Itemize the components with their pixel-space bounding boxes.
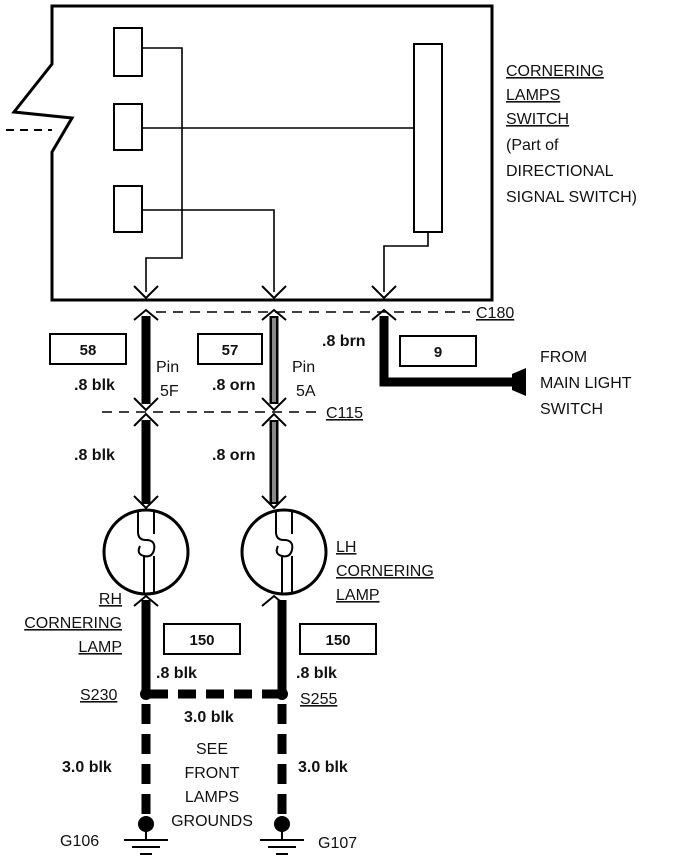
- switch-contact-3: [113, 185, 143, 233]
- ground-note-line-1: SEE: [196, 741, 228, 758]
- switch-contact-2: [113, 103, 143, 151]
- lh-pin-id: 5A: [296, 383, 316, 400]
- g106-ground-icon: [124, 816, 168, 855]
- circuit-box-9: [399, 335, 477, 367]
- light-switch-terminal: [512, 368, 526, 396]
- rh-ground-wire-label: 3.0 blk: [62, 759, 112, 776]
- ground-note-line-3: LAMPS: [185, 789, 239, 806]
- lh-mid-wire-label: .8 orn: [212, 447, 256, 464]
- switch-subtitle-line-3: SIGNAL SWITCH): [506, 189, 637, 206]
- circuit-box-150-rh: [163, 623, 241, 655]
- circuit-number-150-rh: 150: [189, 632, 214, 649]
- c115-terminals: [133, 397, 287, 427]
- switch-title-line-2: LAMPS: [506, 87, 560, 104]
- rh-cornering-lamp-icon: [102, 508, 190, 596]
- switch-title-line-3: SWITCH: [506, 111, 569, 128]
- rh-pin-label: Pin: [156, 359, 179, 376]
- lh-lamp-label-line-1: LH: [336, 539, 356, 556]
- s230-label: S230: [80, 687, 117, 704]
- from-source-line-2: MAIN LIGHT: [540, 375, 632, 392]
- g106-label: G106: [60, 833, 99, 850]
- circuit-box-150-lh: [299, 623, 377, 655]
- rh-lamp-label-line-2: CORNERING: [24, 615, 122, 632]
- brn-wire-label: .8 brn: [322, 333, 366, 350]
- s230-splice-dot: [140, 688, 152, 700]
- rh-pin-id: 5F: [160, 383, 179, 400]
- switch-title-line-1: CORNERING: [506, 63, 604, 80]
- from-source-line-3: SWITCH: [540, 401, 603, 418]
- s255-splice-dot: [276, 688, 288, 700]
- c115-label: C115: [326, 405, 363, 422]
- circuit-number-58: 58: [80, 342, 97, 359]
- lh-pin-label: Pin: [292, 359, 315, 376]
- switch-subtitle-line-2: DIRECTIONAL: [506, 163, 614, 180]
- g107-label: G107: [318, 835, 357, 852]
- switch-lever-bar: [413, 43, 443, 233]
- rh-upper-wire-label: .8 blk: [74, 377, 115, 394]
- circuit-box-57: [197, 333, 263, 365]
- circuit-number-150-lh: 150: [325, 632, 350, 649]
- circuit-number-9: 9: [434, 344, 442, 361]
- lh-lower-wire-label: .8 blk: [296, 665, 337, 682]
- rh-lower-wire-label: .8 blk: [156, 665, 197, 682]
- switch-subtitle-line-1: (Part of: [506, 137, 559, 154]
- lh-cornering-lamp-icon: [240, 508, 328, 596]
- rh-lamp-label-line-3: LAMP: [78, 639, 122, 656]
- lh-lamp-label-line-3: LAMP: [336, 587, 380, 604]
- ground-note-line-4: GROUNDS: [171, 813, 253, 830]
- circuit-number-57: 57: [222, 342, 239, 359]
- g107-ground-icon: [260, 816, 304, 855]
- lh-ground-wire-label: 3.0 blk: [298, 759, 348, 776]
- c180-label: C180: [476, 305, 514, 322]
- splice-wire-label: 3.0 blk: [184, 709, 234, 726]
- rh-mid-wire-label: .8 blk: [74, 447, 115, 464]
- lh-upper-wire-label: .8 orn: [212, 377, 256, 394]
- ground-note-line-2: FRONT: [184, 765, 239, 782]
- cornering-lamps-switch-housing: [6, 4, 494, 302]
- brn-wire-from-light-switch: [379, 316, 516, 387]
- from-source-line-1: FROM: [540, 349, 587, 366]
- circuit-box-58: [49, 333, 127, 365]
- rh-lamp-label-line-1: RH: [99, 591, 122, 608]
- c180-terminals: [133, 285, 397, 321]
- s255-label: S255: [300, 691, 337, 708]
- switch-contact-1: [113, 27, 143, 77]
- lh-lamp-label-line-2: CORNERING: [336, 563, 434, 580]
